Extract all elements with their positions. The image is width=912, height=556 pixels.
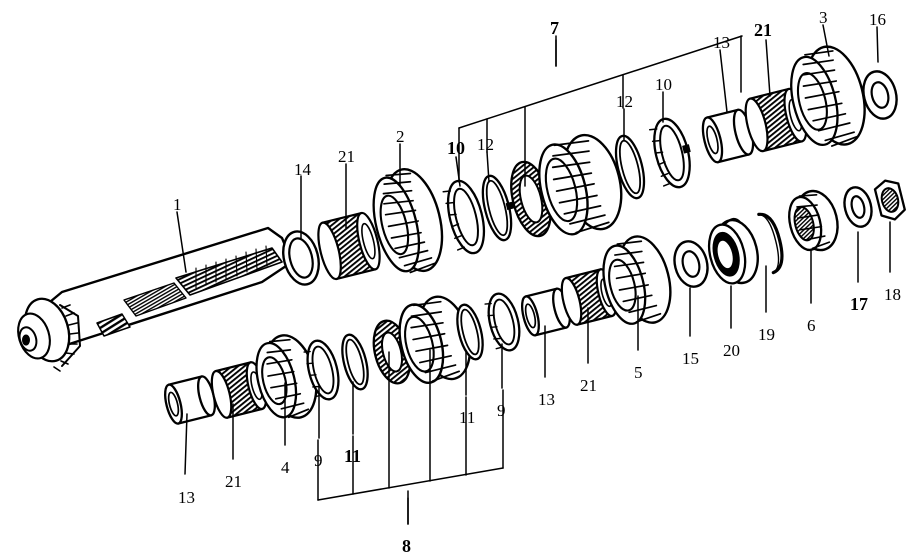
callout-number-15: 15 (682, 349, 699, 368)
part-10-synchro-ring-b (648, 117, 691, 189)
callout-number-5: 5 (634, 363, 643, 382)
part-5-gear (602, 235, 672, 325)
callout-leader-lines (176, 24, 891, 525)
callout-number-17: 17 (850, 294, 868, 314)
callout-number-18: 18 (884, 285, 901, 304)
part-18-nut (873, 179, 906, 221)
part-13-spacer-collar-b (164, 375, 216, 425)
callout-number-21: 21 (580, 376, 597, 395)
callout-number-7: 7 (550, 18, 559, 38)
callout-number-19: 19 (758, 325, 775, 344)
part-15-washer (673, 240, 709, 288)
callout-number-10: 10 (655, 75, 672, 94)
callout-number-12: 12 (616, 92, 633, 111)
part-7-synchro-hub-inner (510, 160, 552, 238)
part-10-synchro-ring-a (442, 179, 486, 255)
callout-number-21: 21 (225, 472, 242, 491)
callout-number-8: 8 (402, 536, 411, 556)
part-1-mainshaft (17, 226, 294, 372)
callout-number-13: 13 (713, 33, 730, 52)
part-6-gear (788, 189, 839, 252)
callout-number-1: 1 (173, 195, 182, 214)
callout-number-12: 12 (477, 135, 494, 154)
callout-number-20: 20 (723, 341, 740, 360)
leader-line-10 (455, 156, 461, 187)
leader-line-13 (184, 413, 188, 475)
leader-line-16 (876, 26, 879, 63)
leader-line-1 (176, 211, 187, 273)
part-21-needle-bearing-c (210, 361, 268, 419)
part-11-ring-b (456, 303, 484, 361)
callout-number-6: 6 (807, 316, 816, 335)
callout-number-9: 9 (497, 401, 506, 420)
part-11-ring-a (341, 333, 369, 391)
part-12-ring-b (614, 134, 646, 200)
part-3-gear (790, 45, 866, 147)
part-12-ring-a (481, 174, 514, 242)
part-7-synchronizer-sleeve (538, 133, 623, 236)
leader-line-12 (486, 151, 490, 183)
callout-number-10: 10 (447, 138, 465, 158)
callout-number-13: 13 (178, 488, 195, 507)
part-9-synchro-ring-a (303, 339, 340, 401)
callout-number-3: 3 (819, 8, 828, 27)
part-2-gear (372, 168, 444, 274)
leader-line-3 (822, 24, 830, 57)
part-16-washer (862, 70, 898, 120)
callout-number-21: 21 (338, 147, 355, 166)
part-4-gear (255, 334, 318, 419)
part-8-synchronizer-sleeve (398, 295, 472, 384)
part-21-needle-bearing-b (744, 87, 808, 153)
callout-number-13: 13 (538, 390, 555, 409)
part-13-spacer-collar-c (520, 287, 572, 337)
leader-line-21 (765, 39, 771, 97)
bracket-8 (317, 349, 504, 525)
part-19-snap-ring (757, 212, 784, 275)
callout-number-4: 4 (281, 458, 290, 477)
callout-number-9: 9 (314, 451, 323, 470)
leader-line-13 (719, 49, 728, 113)
part-17-washer (843, 186, 873, 228)
callout-number-16: 16 (869, 10, 886, 29)
part-20-ball-bearing (707, 217, 759, 285)
callout-number-14: 14 (294, 160, 311, 179)
callout-number-11: 11 (459, 408, 476, 427)
callout-number-2: 2 (396, 127, 405, 146)
part-21-needle-bearing-a (317, 211, 381, 281)
callout-number-11: 11 (344, 446, 362, 466)
callout-number-21: 21 (754, 20, 772, 40)
part-14-washer (282, 230, 320, 286)
part-9-synchro-ring-b (484, 292, 521, 352)
